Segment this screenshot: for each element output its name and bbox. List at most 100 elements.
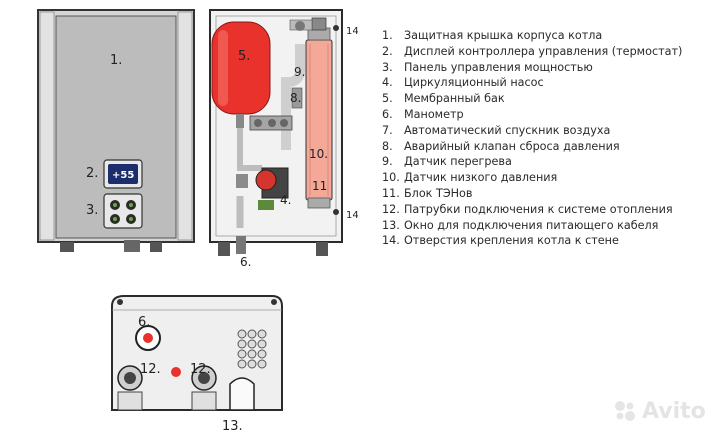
callout-bottom-pipe-right: 12. <box>190 362 211 377</box>
legend-number: 1. <box>382 29 393 42</box>
legend-text: Аварийный клапан сброса давления <box>404 139 620 153</box>
pipe-opening-icon <box>124 372 136 384</box>
callout-low-pressure: 10. <box>309 147 328 161</box>
callout-front-display: 2. <box>86 166 98 181</box>
callout-manometer-int: 8. <box>290 91 301 105</box>
valve-icon <box>280 119 288 127</box>
switch-led-icon <box>113 203 117 207</box>
vent-hole-icon <box>237 359 247 369</box>
fixing-hole-icon <box>333 209 339 215</box>
legend-text: Окно для подключения питающего кабеля <box>404 218 659 232</box>
legend-number: 10. <box>382 171 400 185</box>
legend-number: 14. <box>382 234 400 248</box>
power-panel <box>103 193 143 229</box>
front-view: 1. +55 2. 3. <box>37 9 195 252</box>
int-foot-right <box>316 242 328 256</box>
pipe-loop <box>281 44 305 150</box>
callout-manometer-bottom-int: 6. <box>240 255 251 269</box>
internal-view: 5. 10. 11 9. 8. 4. 14 <box>209 9 359 269</box>
legend-item: 6.Манометр <box>382 107 718 123</box>
pump-impeller-icon <box>255 169 277 191</box>
legend-item: 10. Датчик низкого давления <box>382 170 718 186</box>
legend-item: 2. Дисплей контроллера управления (термос… <box>382 44 718 60</box>
legend-text: Панель управления мощностью <box>404 60 593 74</box>
vent-hole-icon <box>247 349 257 359</box>
valve-icon <box>268 119 276 127</box>
fixing-hole-icon <box>333 25 339 31</box>
legend-text: Манометр <box>404 107 464 121</box>
switch-led-icon <box>129 203 133 207</box>
vent-hole-icon <box>247 329 257 339</box>
callout-bottom-pipe-left: 12. <box>140 362 161 377</box>
legend-text: Дисплей контроллера управления (термоста… <box>404 44 683 58</box>
callout-pump: 4. <box>280 193 291 207</box>
vent-hole-icon <box>247 359 257 369</box>
legend-number: 2. <box>382 44 393 58</box>
legend-item: 1.Защитная крышка корпуса котла <box>382 28 718 44</box>
tank-connector <box>236 114 244 128</box>
legend-text: Датчик низкого давления <box>404 171 558 185</box>
vent-hole-icon <box>237 349 247 359</box>
callout-heater-block: 11 <box>312 179 327 193</box>
callout-front-panel: 3. <box>86 203 98 218</box>
legend-item: 9. Датчик перегрева <box>382 154 718 170</box>
callout-fix-top: 14 <box>346 26 359 37</box>
front-left-edge <box>39 11 55 241</box>
legend-item: 4.Циркуляционный насос <box>382 75 718 91</box>
safety-valve <box>291 87 303 109</box>
legend-text: Циркуляционный насос <box>404 76 544 90</box>
bottom-pipe-left-stub <box>117 391 143 411</box>
legend-number: 7. <box>382 123 393 137</box>
pump-housing <box>236 174 248 188</box>
red-valve-icon <box>171 367 181 377</box>
legend-text: Отверстия крепления котла к стене <box>404 234 619 248</box>
pipe-opening-icon <box>198 372 210 384</box>
top-sensor-icon <box>295 21 305 31</box>
legend-text: Датчик перегрева <box>404 155 512 169</box>
air-vent-valve <box>311 17 327 31</box>
legend-text: Блок ТЭНов <box>404 186 473 200</box>
vent-hole-icon <box>247 339 257 349</box>
legend-item: 7. Автоматический спускник воздуха <box>382 123 718 139</box>
legend-item: 5.Мембранный бак <box>382 91 718 107</box>
valve-icon <box>254 119 262 127</box>
avito-logo-icon <box>615 401 635 421</box>
front-pipe-right <box>150 242 162 252</box>
bottom-view: 6. 12. 12. 13. <box>111 295 283 434</box>
legend-item: 11. Блок ТЭНов <box>382 186 718 202</box>
callout-front-cover: 1. <box>110 53 122 68</box>
legend-item: 8. Аварийный клапан сброса давления <box>382 139 718 155</box>
int-foot-left <box>218 242 230 256</box>
legend-number: 11. <box>382 186 400 200</box>
vent-hole-icon <box>257 349 267 359</box>
pipe-supply <box>237 128 262 171</box>
display-value: +55 <box>112 170 134 181</box>
callout-cable-window: 13. <box>222 419 243 434</box>
legend-item: 12.Патрубки подключения к системе отопле… <box>382 202 718 218</box>
manometer-needle-icon <box>143 333 153 343</box>
vent-hole-icon <box>257 359 267 369</box>
vent-hole-icon <box>237 339 247 349</box>
legend-number: 8. <box>382 139 393 153</box>
front-pipe-mid <box>124 240 140 252</box>
front-pipe-left <box>60 242 74 252</box>
vent-hole-icon <box>237 329 247 339</box>
avito-watermark: Avito <box>612 398 706 424</box>
callout-sensor9: 9. <box>294 65 305 79</box>
switch-led-icon <box>129 217 133 221</box>
legend-number: 5. <box>382 92 393 106</box>
legend-text: Патрубки подключения к системе отопления <box>404 202 673 216</box>
legend-text: Автоматический спускник воздуха <box>404 123 611 137</box>
bottom-pipe-right-stub <box>191 391 217 411</box>
avito-word: Avito <box>642 398 706 424</box>
bottom-corner-icon <box>117 299 123 305</box>
internal-inner-frame <box>215 15 337 237</box>
legend-item: 3.Панель управления мощностью <box>382 60 718 76</box>
legend-number: 9. <box>382 155 393 169</box>
switch-led-icon <box>113 217 117 221</box>
tank-highlight <box>218 30 228 106</box>
heater-bottom-cap <box>307 197 331 209</box>
front-right-edge <box>177 11 193 241</box>
callout-bottom-manometer: 6. <box>138 315 150 330</box>
